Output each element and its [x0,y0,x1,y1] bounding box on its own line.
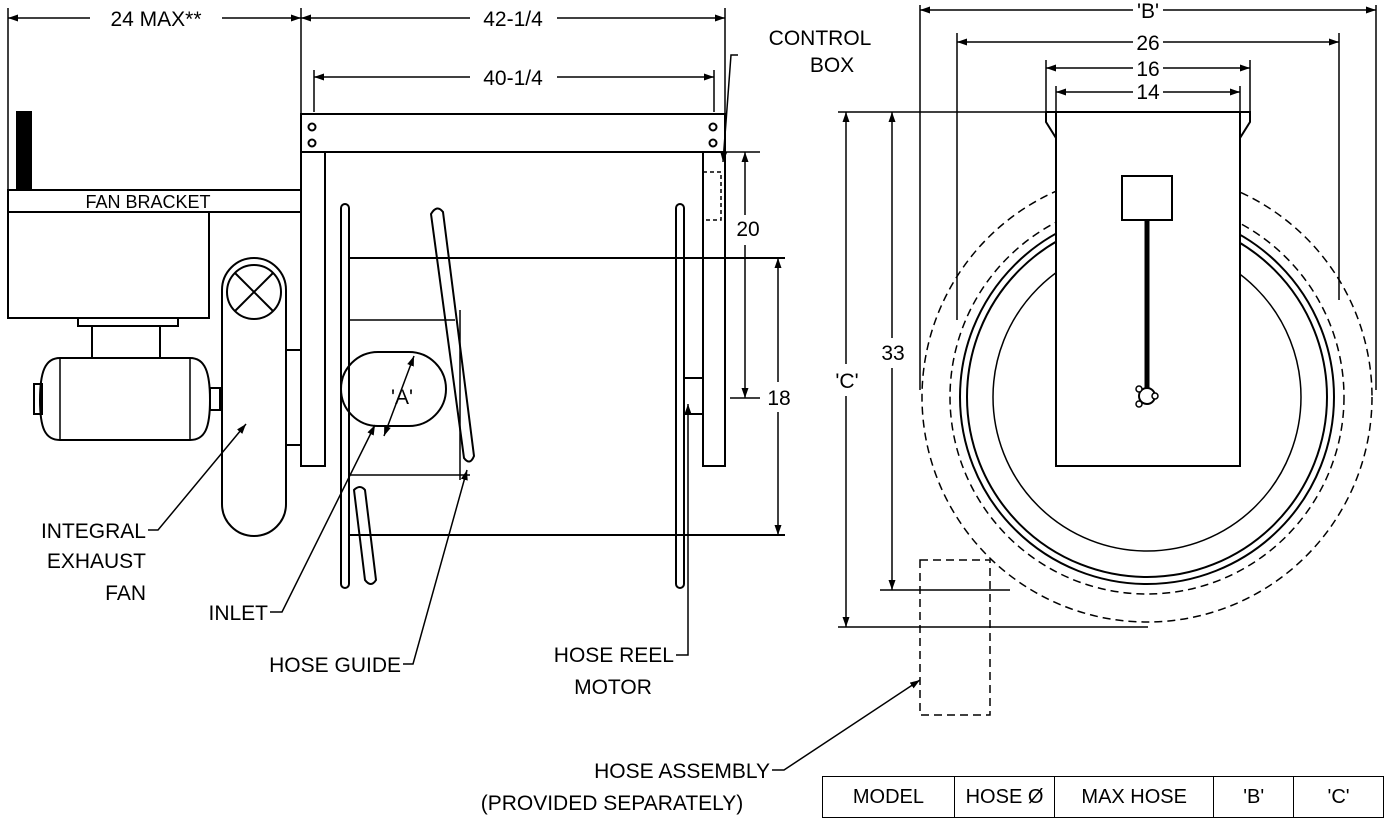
hose-reel-motor [683,377,704,415]
fan-outlet-cross [234,272,274,312]
table-header-hose-dia: HOSE Ø [953,776,1056,818]
leader-hose-assembly [772,679,921,771]
label-integral: INTEGRAL [41,520,146,543]
table-header-model: MODEL [822,776,955,818]
spec-table: MODEL HOSE Ø MAX HOSE 'B' 'C' [822,776,1384,818]
leader-inlet [270,424,376,613]
fan-housing [7,212,210,319]
motor-mount [77,317,179,327]
frame-top-plate [300,113,726,153]
leader-hose-guide [403,469,468,665]
label-hose-guide: HOSE GUIDE [269,654,401,677]
label-exhaust: EXHAUST [47,550,146,573]
label-hose-reel: HOSE REEL [554,644,674,667]
hose-guide-arm [429,207,476,463]
dim-text-33: 33 [881,342,904,365]
leader-control-box [720,54,738,163]
table-header-max-hose: MAX HOSE [1054,776,1215,818]
label-box: BOX [810,54,854,77]
label-fan-bracket: FAN BRACKET [85,192,210,212]
table-header-b: 'B' [1213,776,1295,818]
dim-text-b: 'B' [1137,0,1159,23]
bracket-post [16,111,32,191]
bolt-hole [307,122,317,132]
fan-outlet [226,264,282,320]
label-provided-separately: (PROVIDED SEPARATELY) [481,792,744,815]
end-frame-flange [1045,111,1251,139]
right-flange [675,203,685,589]
fan-bracket [7,189,302,213]
dim-text-14: 14 [1136,81,1160,104]
dim-text-18: 18 [767,387,790,410]
label-hose-assembly: HOSE ASSEMBLY [594,760,770,783]
fan-connector [285,349,302,446]
table-header-c: 'C' [1293,776,1384,818]
dim-text-42: 42-1/4 [483,8,543,31]
label-fan: FAN [105,582,146,605]
dim-text-20: 20 [736,218,759,241]
dim-text-24-max: 24 MAX** [110,8,201,31]
dim-text-a: 'A' [391,386,413,409]
bolt-hole [307,138,317,148]
frame-right-leg [702,151,726,467]
hose-guide-lower [352,486,378,585]
motor-cap [33,383,43,415]
motor-shaft [209,387,221,411]
dim-text-40: 40-1/4 [483,67,543,90]
frame-left-leg [300,151,326,467]
dim-text-16: 16 [1136,58,1159,81]
dim-text-c: 'C' [835,370,858,393]
dim-line-a [383,355,415,437]
fan-motor [38,357,212,441]
dim-text-26: 26 [1136,32,1159,55]
exhaust-fan-body [221,257,287,537]
table-header-row: MODEL HOSE Ø MAX HOSE 'B' 'C' [822,776,1384,818]
leader-hose-reel-motor [676,404,692,656]
label-control: CONTROL [769,27,872,50]
control-box [702,171,722,221]
bolt-hole [708,138,718,148]
hose-tail [919,559,991,716]
label-motor: MOTOR [574,676,652,699]
label-inlet: INLET [208,602,268,625]
end-control-box [1121,175,1173,221]
leader-exhaust-fan [148,423,247,531]
bolt-hole [708,122,718,132]
